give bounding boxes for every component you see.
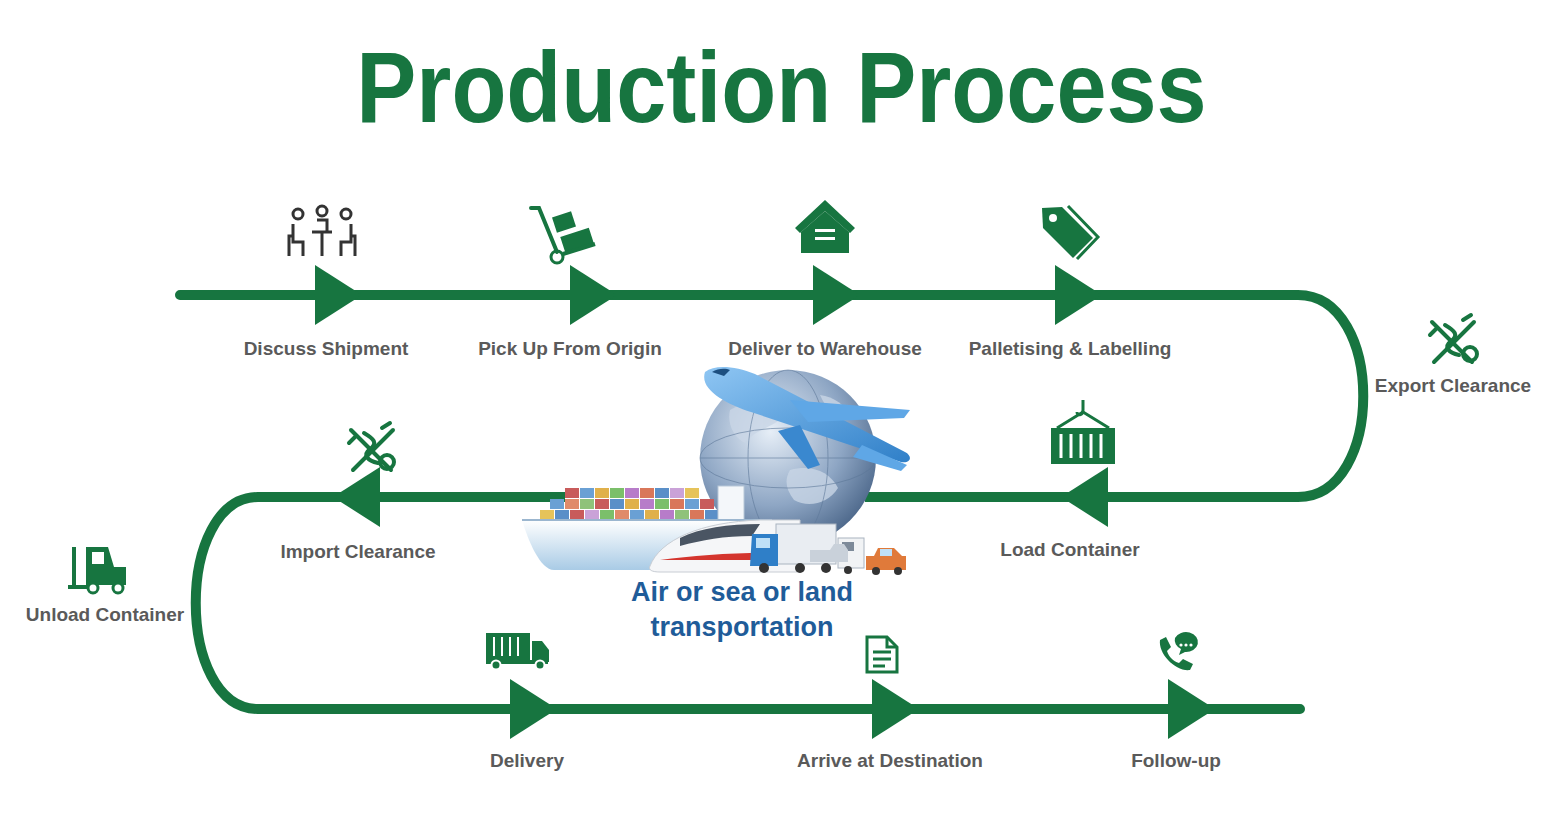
crane-container-icon — [1051, 400, 1115, 464]
arrowhead — [510, 679, 557, 739]
step-label: Load Container — [1000, 539, 1139, 561]
step-label: Palletising & Labelling — [969, 338, 1172, 360]
arrowhead — [1055, 265, 1102, 325]
document-icon — [867, 637, 897, 672]
transport-caption: Air or sea or land transportation — [607, 575, 877, 645]
truck-icon — [486, 633, 549, 670]
warehouse-icon — [795, 200, 855, 253]
trucks — [750, 524, 906, 575]
hand-truck-icon — [531, 208, 595, 263]
step-label: Pick Up From Origin — [478, 338, 662, 360]
step-label: lmport Clearance — [280, 541, 435, 563]
step-label: Discuss Shipment — [244, 338, 409, 360]
arrowhead — [872, 679, 919, 739]
step-label: Unload Container — [26, 604, 184, 626]
tag-icon — [1042, 206, 1098, 259]
arrowhead — [315, 265, 362, 325]
customs-icon — [349, 423, 394, 470]
transport-illustration — [522, 367, 910, 575]
flow-arrowheads — [315, 265, 1215, 739]
step-label: Export Clearance — [1375, 375, 1531, 397]
arrowhead — [1168, 679, 1215, 739]
arrowhead — [813, 265, 860, 325]
arrowhead — [333, 467, 380, 527]
arrowhead — [570, 265, 617, 325]
customs-icon — [1430, 315, 1477, 362]
airplane — [704, 367, 910, 471]
phone-icon — [1160, 632, 1198, 670]
step-label: Follow-up — [1131, 750, 1221, 772]
step-label: Deliver to Warehouse — [728, 338, 922, 360]
meeting-icon — [289, 206, 355, 256]
flow-line — [180, 295, 1363, 709]
page-title: Production Process — [78, 37, 1485, 137]
forklift-icon — [68, 547, 126, 593]
step-label: Arrive at Destination — [797, 750, 983, 772]
step-label: Delivery — [490, 750, 564, 772]
arrowhead — [1061, 467, 1108, 527]
